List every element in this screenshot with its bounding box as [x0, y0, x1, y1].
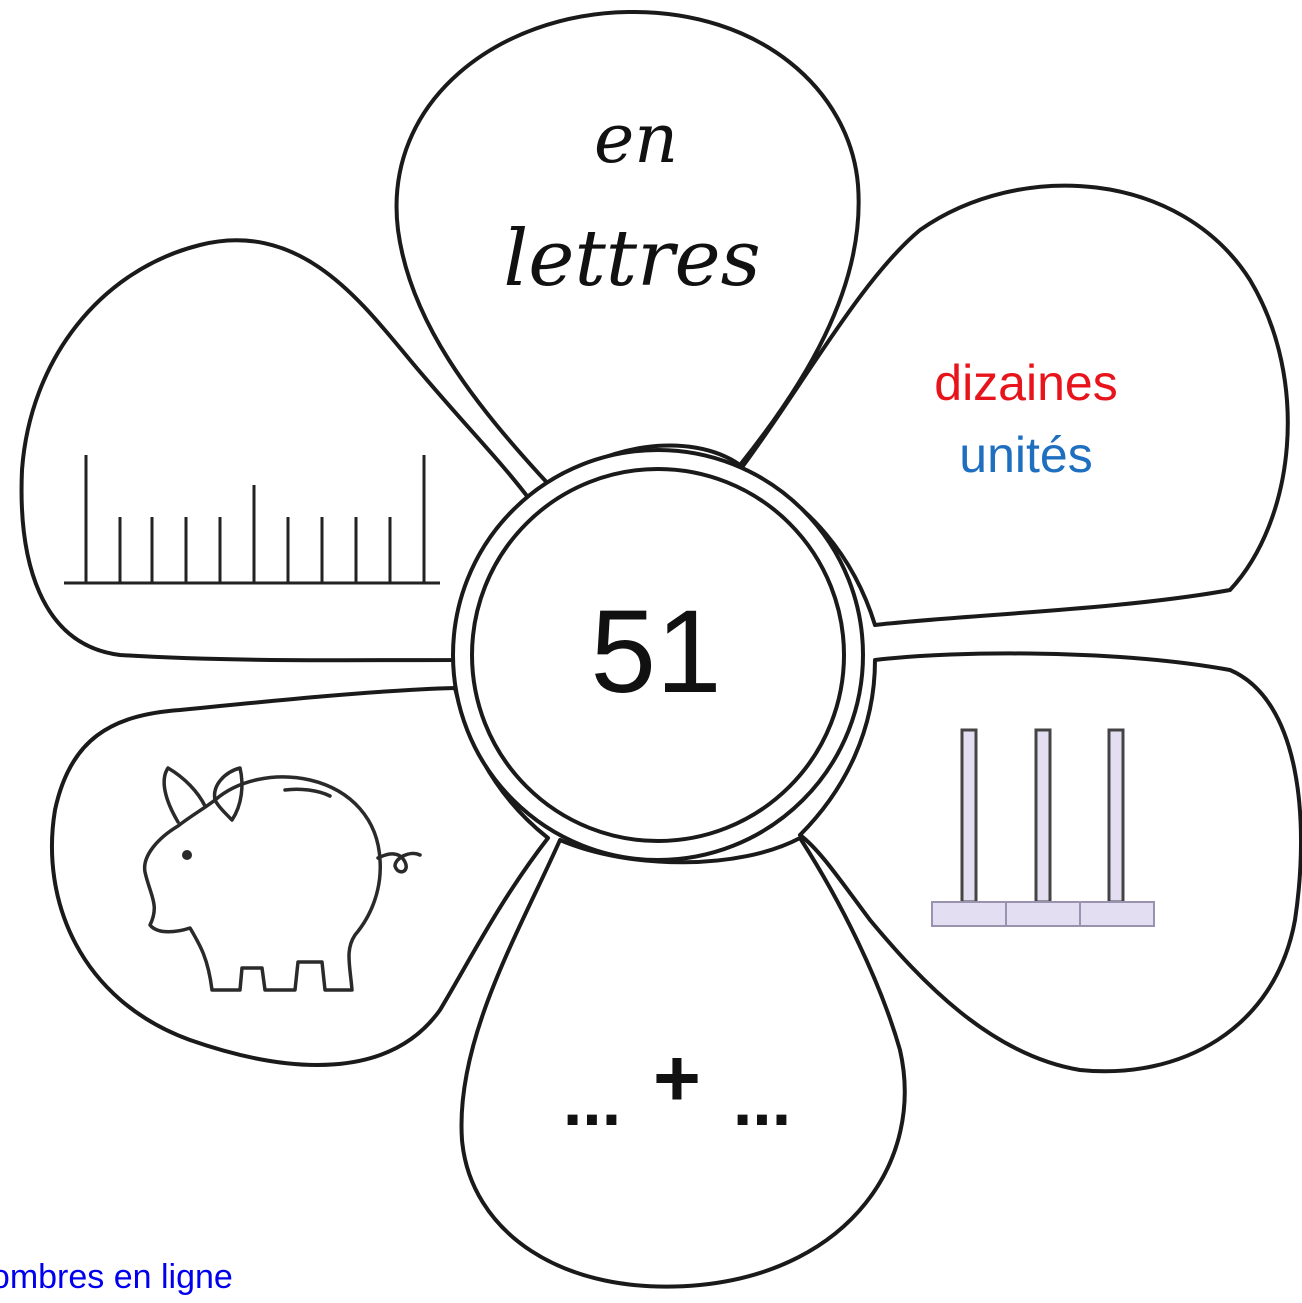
- units-label: unités: [959, 427, 1092, 483]
- petal-bottom: [459, 836, 907, 1289]
- petal-upper-right: [738, 183, 1290, 627]
- petal-upper-left: [19, 238, 532, 663]
- center-inner-ring: [470, 467, 846, 843]
- bottom-right-dots: ...: [733, 1062, 791, 1140]
- top-petal-line2: lettres: [503, 214, 760, 304]
- center-number: 51: [590, 586, 721, 718]
- tens-label: dizaines: [934, 355, 1117, 411]
- number-line-icon: [64, 455, 440, 585]
- ten-rods-icon: [931, 728, 1155, 927]
- bottom-plus: +: [653, 1033, 701, 1124]
- footer-link-text: nombres en ligne: [0, 1258, 233, 1296]
- footer-link[interactable]: nombres en ligne: [0, 1258, 360, 1303]
- piggy-bank-icon: [142, 766, 422, 992]
- top-petal-line1: en: [594, 100, 678, 179]
- petal-lower-left: [50, 686, 550, 1067]
- bottom-left-dots: ...: [563, 1062, 621, 1140]
